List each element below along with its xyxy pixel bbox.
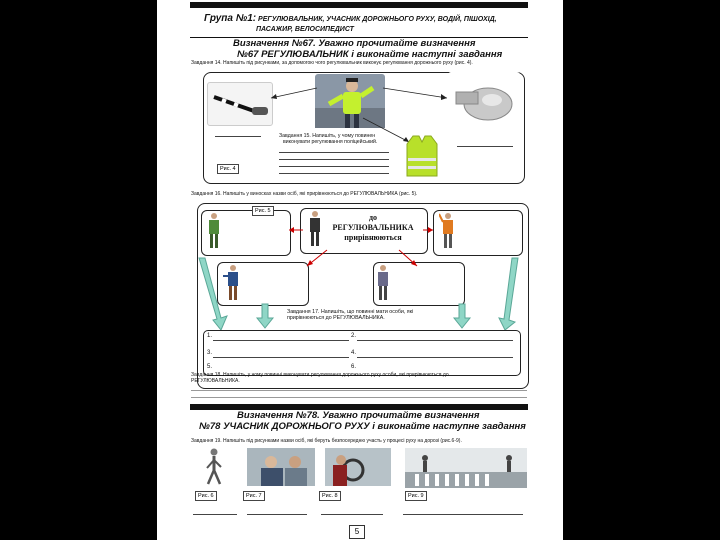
crossing-icon [405, 448, 527, 488]
whistle-icon [455, 87, 513, 121]
separator [190, 37, 528, 38]
answer-line[interactable] [279, 166, 389, 167]
task-14: Завдання 14. Напишіть під рисунками, за … [191, 60, 473, 66]
answer-line[interactable] [193, 514, 237, 515]
figure-6-label: Рис. 6 [195, 491, 217, 501]
answer-line[interactable] [357, 357, 513, 358]
answer-line[interactable] [279, 152, 389, 153]
task-16: Завдання 16. Напишіть у виносках назви о… [191, 191, 418, 197]
task-19: Завдання 19. Напишіть під рисунками назв… [191, 438, 462, 444]
figure-5-label: Рис. 5 [252, 206, 274, 216]
crossing-image [405, 448, 527, 488]
item-number: 2. [351, 333, 357, 339]
task-15: Завдання 15. Напишіть, у чому повинен ви… [279, 133, 378, 146]
policeman-icon [315, 78, 385, 128]
vest-image [403, 134, 441, 178]
answer-line[interactable] [357, 340, 513, 341]
answer-line[interactable] [213, 340, 349, 341]
answer-line[interactable] [279, 159, 389, 160]
figure-4-label: Рис. 4 [217, 164, 239, 174]
railway-worker-figure-icon [223, 265, 238, 300]
passenger-icon [247, 448, 315, 486]
answer-line[interactable] [215, 136, 261, 137]
guard-figure-icon [378, 265, 388, 300]
task-17: Завдання 17. Напишіть, що повинні мати о… [287, 309, 414, 322]
driver-icon [325, 448, 391, 486]
answer-line[interactable] [247, 514, 307, 515]
figure-7-label: Рис. 7 [243, 491, 265, 501]
pedestrian-icon [206, 448, 222, 485]
answer-line[interactable] [457, 146, 513, 147]
definition-67-subtitle: №67 РЕГУЛЮВАЛЬНИК і виконайте наступні з… [237, 49, 503, 60]
item-number: 1. [207, 333, 213, 339]
answer-line[interactable] [191, 390, 527, 391]
arrow-icon [270, 87, 448, 143]
forester-figure-icon [209, 213, 219, 248]
figure-9-label: Рис. 9 [405, 491, 427, 501]
passenger-image [247, 448, 315, 486]
definition-67-title: Визначення №67. Уважно прочитайте визнач… [233, 38, 476, 49]
answer-line[interactable] [213, 357, 349, 358]
item-number: 3. [207, 350, 213, 356]
definition-78-subtitle: №78 УЧАСНИК ДОРОЖНЬОГО РУХУ і виконайте … [199, 421, 526, 432]
page-number: 5 [349, 525, 365, 539]
answer-line[interactable] [279, 173, 389, 174]
vest-icon [406, 135, 438, 177]
definition-78-title: Визначення №78. Уважно прочитайте визнач… [237, 410, 480, 421]
baton-icon [213, 95, 268, 115]
figure-8-label: Рис. 8 [319, 491, 341, 501]
driver-image [325, 448, 391, 486]
whistle-image [448, 72, 520, 130]
officer-figure-icon [310, 211, 320, 246]
item-number: 5. [207, 364, 213, 370]
answer-line[interactable] [403, 514, 523, 515]
item-number: 4. [351, 350, 357, 356]
center-box [300, 208, 428, 254]
group-title-line2: ПАСАЖИР, ВЕЛОСИПЕДИСТ [256, 26, 354, 33]
answers-box [203, 330, 521, 376]
top-bar [190, 2, 528, 8]
policeman-image [315, 74, 385, 128]
section-bar [190, 404, 528, 410]
answer-line[interactable] [321, 514, 383, 515]
arrow-icon [198, 227, 519, 331]
worker-figure-icon [439, 213, 453, 248]
worksheet-page: Група №1: РЕГУЛЮВАЛЬНИК, УЧАСНИК ДОРОЖНЬ… [157, 0, 563, 540]
answer-line[interactable] [191, 397, 527, 398]
task-18: Завдання 18. Напишіть, у чому повинні ви… [191, 372, 449, 384]
baton-image [207, 82, 273, 126]
callout-box[interactable] [373, 262, 465, 306]
group-title: Група №1: РЕГУЛЮВАЛЬНИК, УЧАСНИК ДОРОЖНЬ… [204, 13, 497, 24]
center-label: до РЕГУЛЮВАЛЬНИКА прирівнюються [332, 213, 414, 242]
item-number: 6. [351, 364, 357, 370]
